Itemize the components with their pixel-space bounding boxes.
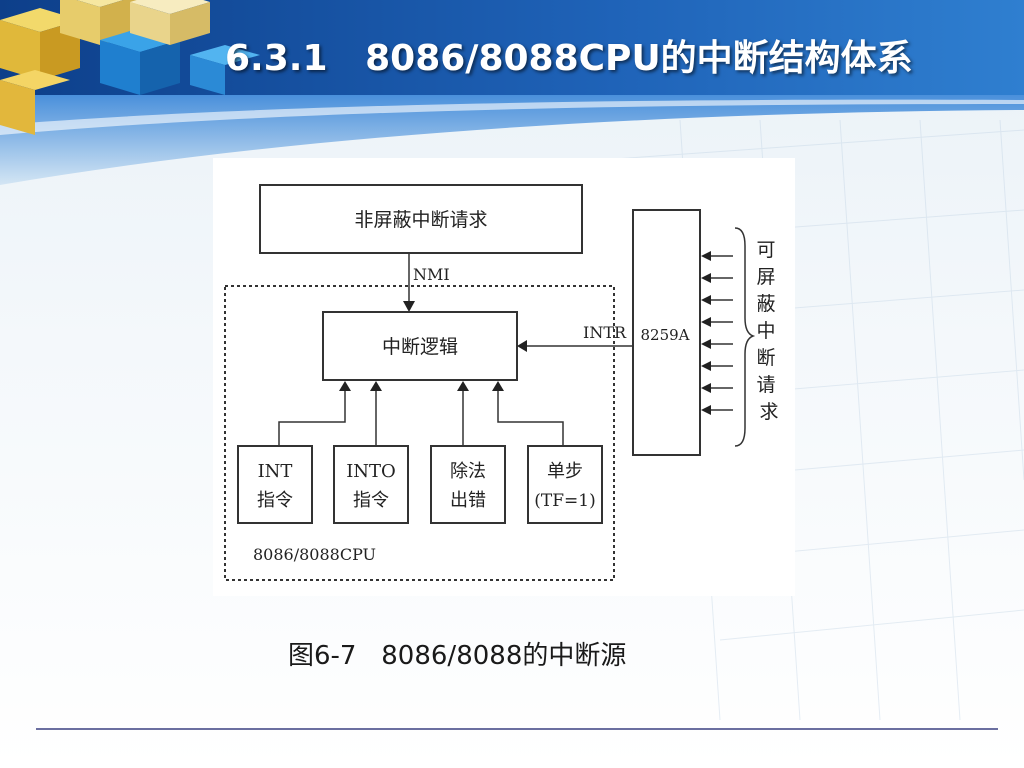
interrupt-logic-label: 中断逻辑 — [382, 336, 458, 358]
nmi-signal-label: NMI — [413, 265, 450, 284]
maskable-char: 求 — [759, 401, 778, 423]
nmi-request-box — [259, 184, 583, 254]
source-divide-line1: 除法 — [450, 461, 486, 482]
figure-caption: 图6-7 8086/8088的中断源 — [288, 641, 627, 671]
pic-input-arrowheads-icon — [701, 251, 711, 415]
maskable-char: 屏 — [756, 266, 775, 288]
brace-icon — [734, 227, 756, 447]
intr-arrowhead-icon — [517, 340, 527, 352]
source-box-int — [237, 445, 313, 524]
source-box-single-step — [527, 445, 603, 524]
nmi-request-label: 非屏蔽中断请求 — [354, 209, 487, 231]
pic-8259a-box — [632, 209, 701, 456]
interrupt-structure-diagram: 非屏蔽中断请求 NMI 中断逻辑 INTR 8259A — [213, 158, 795, 596]
maskable-char: 断 — [756, 347, 775, 369]
source-int-line1: INT — [258, 461, 293, 482]
maskable-char: 请 — [756, 374, 775, 396]
footer-divider — [36, 728, 998, 730]
slide-title: 6.3.1 8086/8088CPU的中断结构体系 — [225, 38, 913, 79]
header-banner: 6.3.1 8086/8088CPU的中断结构体系 — [0, 0, 1024, 185]
maskable-char: 可 — [756, 239, 775, 261]
source-into-line2: 指令 — [353, 490, 389, 511]
source-into-line1: INTO — [346, 461, 396, 482]
nmi-arrowhead-icon — [403, 301, 415, 312]
maskable-char: 中 — [756, 320, 775, 342]
source-int-line2: 指令 — [257, 490, 293, 511]
intr-signal-label: INTR — [583, 323, 627, 342]
maskable-char: 蔽 — [756, 293, 775, 315]
source-connection-lines — [278, 386, 564, 446]
maskable-request-label: 可 屏 蔽 中 断 请 求 — [756, 239, 781, 423]
cpu-boundary — [224, 285, 615, 581]
source-arrowheads-icon — [339, 381, 504, 391]
pic-8259a-label: 8259A — [640, 326, 689, 344]
diagram-canvas: 非屏蔽中断请求 NMI 中断逻辑 INTR 8259A — [224, 184, 781, 581]
cubes-decoration-icon — [0, 0, 260, 135]
header-background — [0, 0, 1024, 185]
source-step-line1: 单步 — [547, 461, 583, 482]
pic-input-lines — [707, 255, 733, 411]
source-divide-line2: 出错 — [450, 490, 486, 511]
source-step-line2: (TF=1) — [534, 491, 595, 511]
cpu-label: 8086/8088CPU — [253, 545, 376, 564]
interrupt-logic-box — [322, 311, 518, 381]
source-box-divide-error — [430, 445, 506, 524]
source-box-into — [333, 445, 409, 524]
